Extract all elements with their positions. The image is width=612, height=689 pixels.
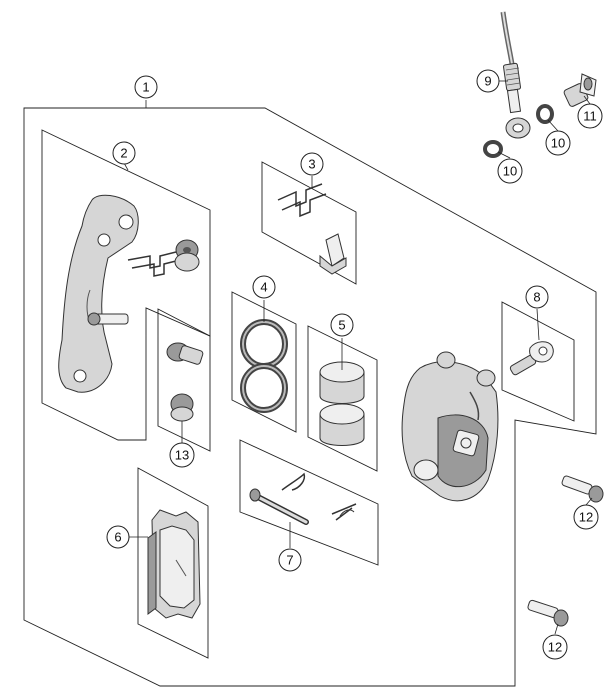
group-frame-13 bbox=[157, 308, 211, 452]
piston-icon bbox=[319, 361, 365, 446]
callout-label-1: 1 bbox=[142, 80, 149, 95]
callout-label-9: 9 bbox=[484, 74, 491, 89]
group-frame-2 bbox=[41, 129, 211, 441]
callout-8: 8 bbox=[525, 285, 549, 309]
callout-2: 2 bbox=[112, 141, 136, 165]
callout-12a: 12 bbox=[573, 504, 599, 530]
callout-label-12b: 12 bbox=[548, 640, 562, 655]
callout-10a: 10 bbox=[497, 158, 523, 184]
banjo-bolt-icon bbox=[563, 73, 597, 107]
pad-pin-icon bbox=[249, 488, 309, 525]
retaining-clip-icon bbox=[319, 233, 347, 275]
group-frame-1 bbox=[23, 107, 597, 687]
callout-label-10b: 10 bbox=[551, 136, 565, 151]
callout-9: 9 bbox=[476, 69, 500, 93]
group-frame-8 bbox=[501, 301, 575, 422]
callout-3: 3 bbox=[300, 152, 324, 176]
callout-6: 6 bbox=[106, 525, 130, 549]
callout-11: 11 bbox=[577, 103, 603, 129]
brake-pad-icon bbox=[147, 509, 201, 619]
sealing-washer-icon bbox=[483, 104, 554, 158]
caliper-body-icon bbox=[401, 351, 499, 502]
callout-label-6: 6 bbox=[114, 530, 121, 545]
callout-label-11: 11 bbox=[583, 109, 597, 124]
callout-13: 13 bbox=[169, 442, 195, 468]
callout-4: 4 bbox=[252, 275, 276, 299]
mounting-screw-icon bbox=[527, 475, 604, 627]
group-frame-7 bbox=[239, 439, 379, 566]
callout-5: 5 bbox=[330, 313, 354, 337]
pad-spring-icon-3 bbox=[277, 183, 327, 218]
bleeder-valve-icon bbox=[509, 341, 554, 376]
boot-icon bbox=[174, 239, 200, 272]
callout-label-13: 13 bbox=[175, 448, 189, 463]
callout-label-7: 7 bbox=[286, 553, 293, 568]
callout-label-10a: 10 bbox=[503, 164, 517, 179]
callout-12b: 12 bbox=[542, 634, 568, 660]
brake-hose-icon bbox=[500, 11, 531, 139]
group-frame-3 bbox=[261, 161, 357, 285]
cotter-pin-icon bbox=[281, 472, 357, 521]
callout-label-4: 4 bbox=[260, 280, 267, 295]
pad-spring-icon bbox=[127, 251, 181, 277]
group-frame-6 bbox=[137, 467, 209, 659]
callout-label-8: 8 bbox=[533, 290, 540, 305]
callout-label-2: 2 bbox=[120, 146, 127, 161]
leader-lines bbox=[123, 80, 593, 635]
group-frame-4 bbox=[231, 291, 297, 433]
callout-7: 7 bbox=[278, 548, 302, 572]
piston-seal-icon bbox=[240, 319, 288, 413]
callout-1: 1 bbox=[134, 75, 158, 99]
guide-bolt-icon bbox=[166, 342, 204, 422]
callout-label-5: 5 bbox=[338, 318, 345, 333]
group-frame-5 bbox=[307, 325, 378, 472]
callout-label-12a: 12 bbox=[579, 510, 593, 525]
callout-label-3: 3 bbox=[308, 157, 315, 172]
callout-10b: 10 bbox=[545, 130, 571, 156]
caliper-support-icon bbox=[58, 194, 139, 393]
